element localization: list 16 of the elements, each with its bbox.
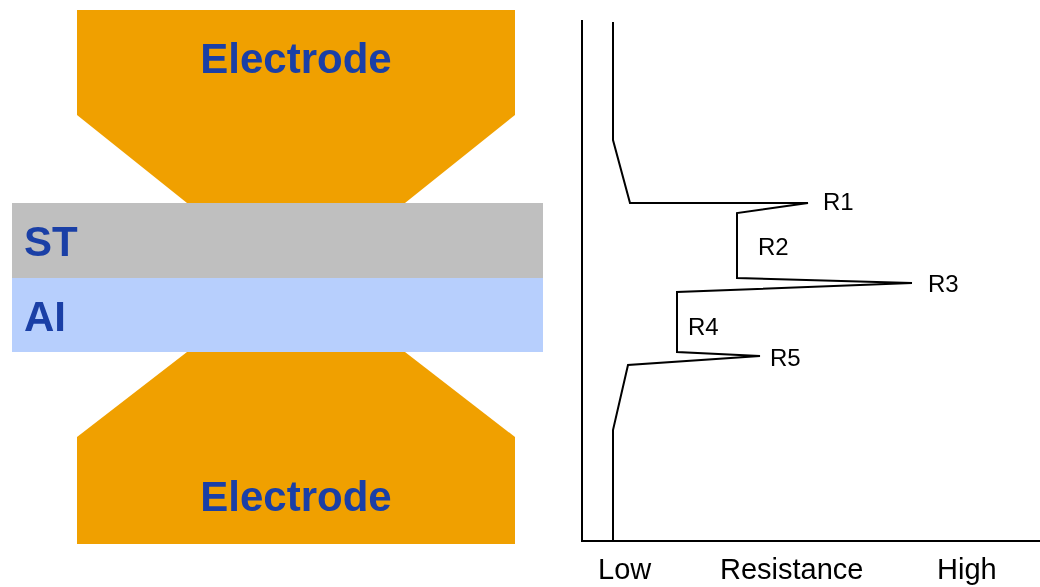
peak-label: R4	[688, 315, 719, 339]
electrode-label: Electrode	[200, 38, 392, 80]
axis-title: Resistance	[720, 555, 864, 584]
peak-label: R1	[823, 190, 854, 214]
peak-label: R5	[770, 346, 801, 370]
layer-band	[12, 278, 543, 352]
electrode-shape	[77, 352, 515, 544]
electrode-shape	[77, 10, 515, 203]
layer-label: ST	[24, 221, 78, 263]
peak-label: R3	[928, 272, 959, 296]
layer-band	[12, 203, 543, 278]
peak-label: R2	[758, 235, 789, 259]
electrode-label: Electrode	[200, 476, 392, 518]
layer-label: AI	[24, 296, 66, 338]
axis-label: Low	[598, 555, 652, 584]
axis-label: High	[937, 555, 997, 584]
